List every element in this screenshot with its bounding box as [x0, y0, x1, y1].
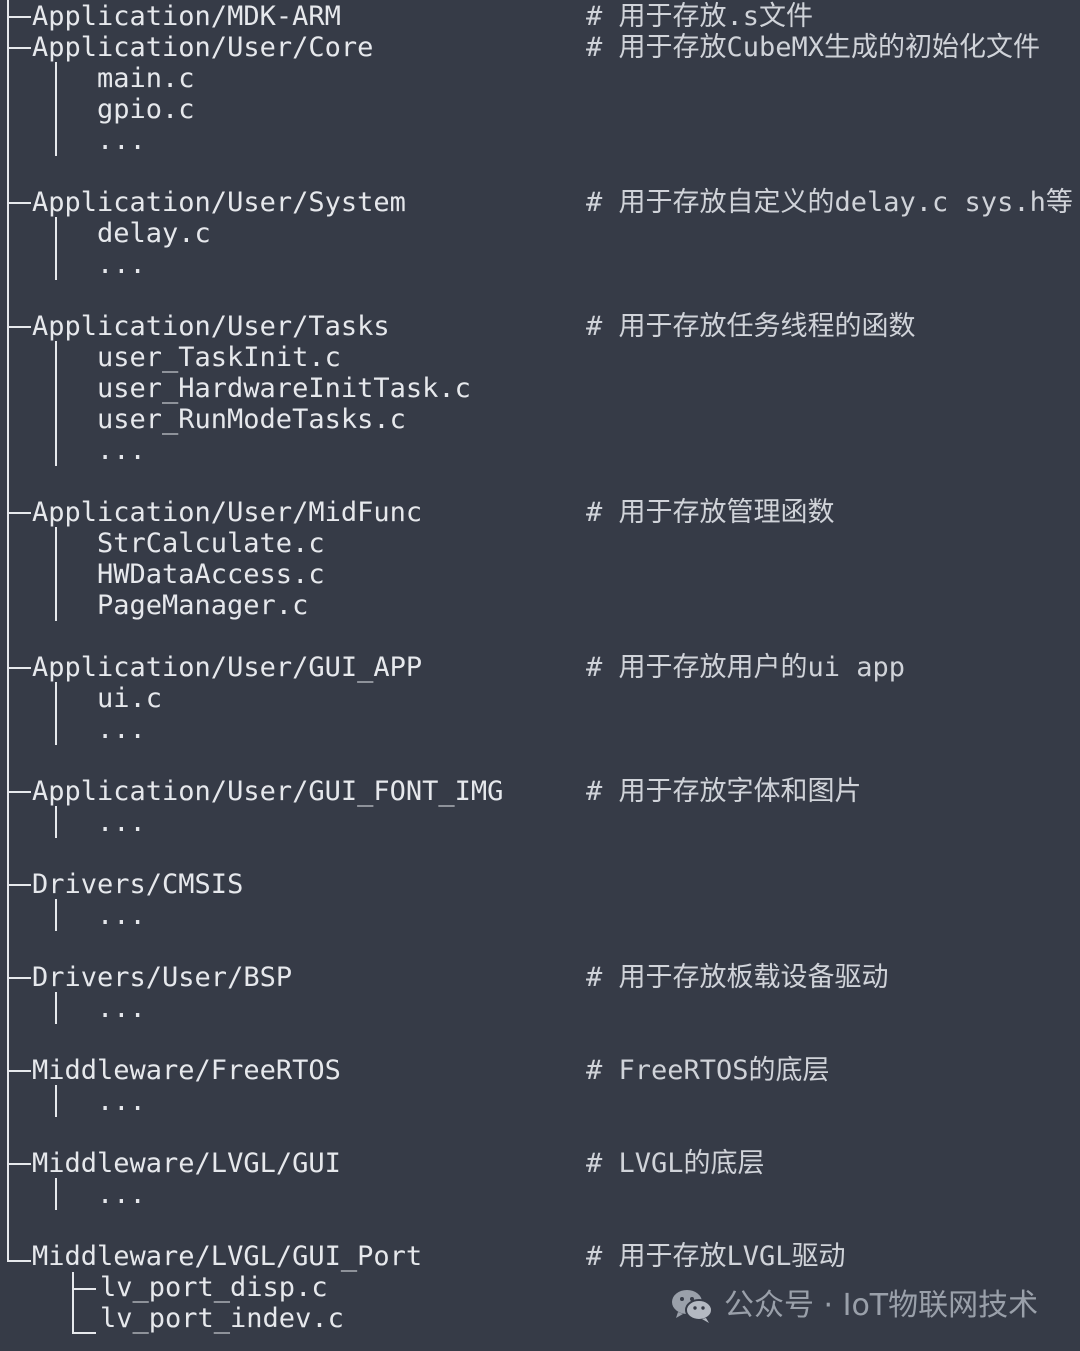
sub-trunk	[55, 682, 57, 745]
comment: # 用于存放字体和图片	[586, 776, 862, 807]
dir-label: Middleware/FreeRTOS	[32, 1055, 341, 1086]
branch	[7, 884, 31, 886]
dir-label: Application/User/GUI_FONT_IMG	[32, 776, 504, 807]
file-item: lv_port_indev.c	[100, 1303, 344, 1334]
file-item: ...	[97, 1179, 146, 1210]
branch	[7, 202, 31, 204]
tree-trunk	[7, 0, 9, 1262]
sub-trunk	[55, 527, 57, 621]
dir-label: Middleware/LVGL/GUI_Port	[32, 1241, 423, 1272]
file-item: main.c	[97, 63, 195, 94]
branch	[7, 667, 31, 669]
comment: # 用于存放CubeMX生成的初始化文件	[586, 32, 1041, 63]
sub-trunk	[55, 62, 57, 156]
dir-label: Application/User/MidFunc	[32, 497, 423, 528]
comment: # FreeRTOS的底层	[586, 1055, 830, 1086]
branch	[7, 791, 31, 793]
file-item: ...	[97, 435, 146, 466]
sub-trunk	[55, 992, 57, 1024]
branch	[7, 47, 31, 49]
sub-trunk	[55, 341, 57, 466]
comment: # 用于存放自定义的delay.c sys.h等	[586, 187, 1073, 218]
comment: # 用于存放LVGL驱动	[586, 1241, 846, 1272]
comment: # LVGL的底层	[586, 1148, 765, 1179]
file-item: ui.c	[97, 683, 163, 714]
comment: # 用于存放.s文件	[586, 1, 814, 32]
dir-label: Drivers/User/BSP	[32, 962, 293, 993]
sub-trunk	[55, 217, 57, 280]
file-item: ...	[97, 807, 146, 838]
dir-label: Application/User/System	[32, 187, 406, 218]
branch	[72, 1332, 96, 1334]
file-item: ...	[97, 900, 146, 931]
branch	[7, 512, 31, 514]
file-item: user_HardwareInitTask.c	[97, 373, 471, 404]
file-item: gpio.c	[97, 94, 195, 125]
branch	[7, 1070, 31, 1072]
branch	[7, 1163, 31, 1165]
sub-trunk	[55, 1085, 57, 1117]
file-item: PageManager.c	[97, 590, 309, 621]
branch	[7, 1260, 31, 1262]
branch	[7, 977, 31, 979]
file-item: lv_port_disp.c	[100, 1272, 328, 1303]
dir-label: Drivers/CMSIS	[32, 869, 244, 900]
file-item: HWDataAccess.c	[97, 559, 325, 590]
file-item: StrCalculate.c	[97, 528, 325, 559]
file-item: user_TaskInit.c	[97, 342, 341, 373]
file-item: ...	[97, 1086, 146, 1117]
branch	[7, 16, 31, 18]
file-item: ...	[97, 714, 146, 745]
file-item: ...	[97, 993, 146, 1024]
file-item: user_RunModeTasks.c	[97, 404, 406, 435]
branch	[72, 1288, 96, 1290]
dir-label: Application/User/GUI_APP	[32, 652, 423, 683]
comment: # 用于存放用户的ui app	[586, 652, 906, 683]
dir-label: Application/User/Tasks	[32, 311, 390, 342]
sub-trunk	[55, 1178, 57, 1210]
wechat-icon	[670, 1288, 714, 1324]
comment: # 用于存放板载设备驱动	[586, 962, 889, 993]
branch	[7, 326, 31, 328]
file-item: delay.c	[97, 218, 211, 249]
watermark-text: 公众号 · IoT物联网技术	[724, 1288, 1039, 1323]
file-item: ...	[97, 249, 146, 280]
dir-label: Application/MDK-ARM	[32, 1, 341, 32]
dir-label: Middleware/LVGL/GUI	[32, 1148, 341, 1179]
comment: # 用于存放管理函数	[586, 497, 835, 528]
watermark: 公众号 · IoT物联网技术	[670, 1286, 1038, 1326]
sub-trunk	[72, 1272, 74, 1334]
sub-trunk	[55, 806, 57, 838]
comment: # 用于存放任务线程的函数	[586, 311, 916, 342]
sub-trunk	[55, 899, 57, 931]
file-item: ...	[97, 125, 146, 156]
dir-label: Application/User/Core	[32, 32, 374, 63]
